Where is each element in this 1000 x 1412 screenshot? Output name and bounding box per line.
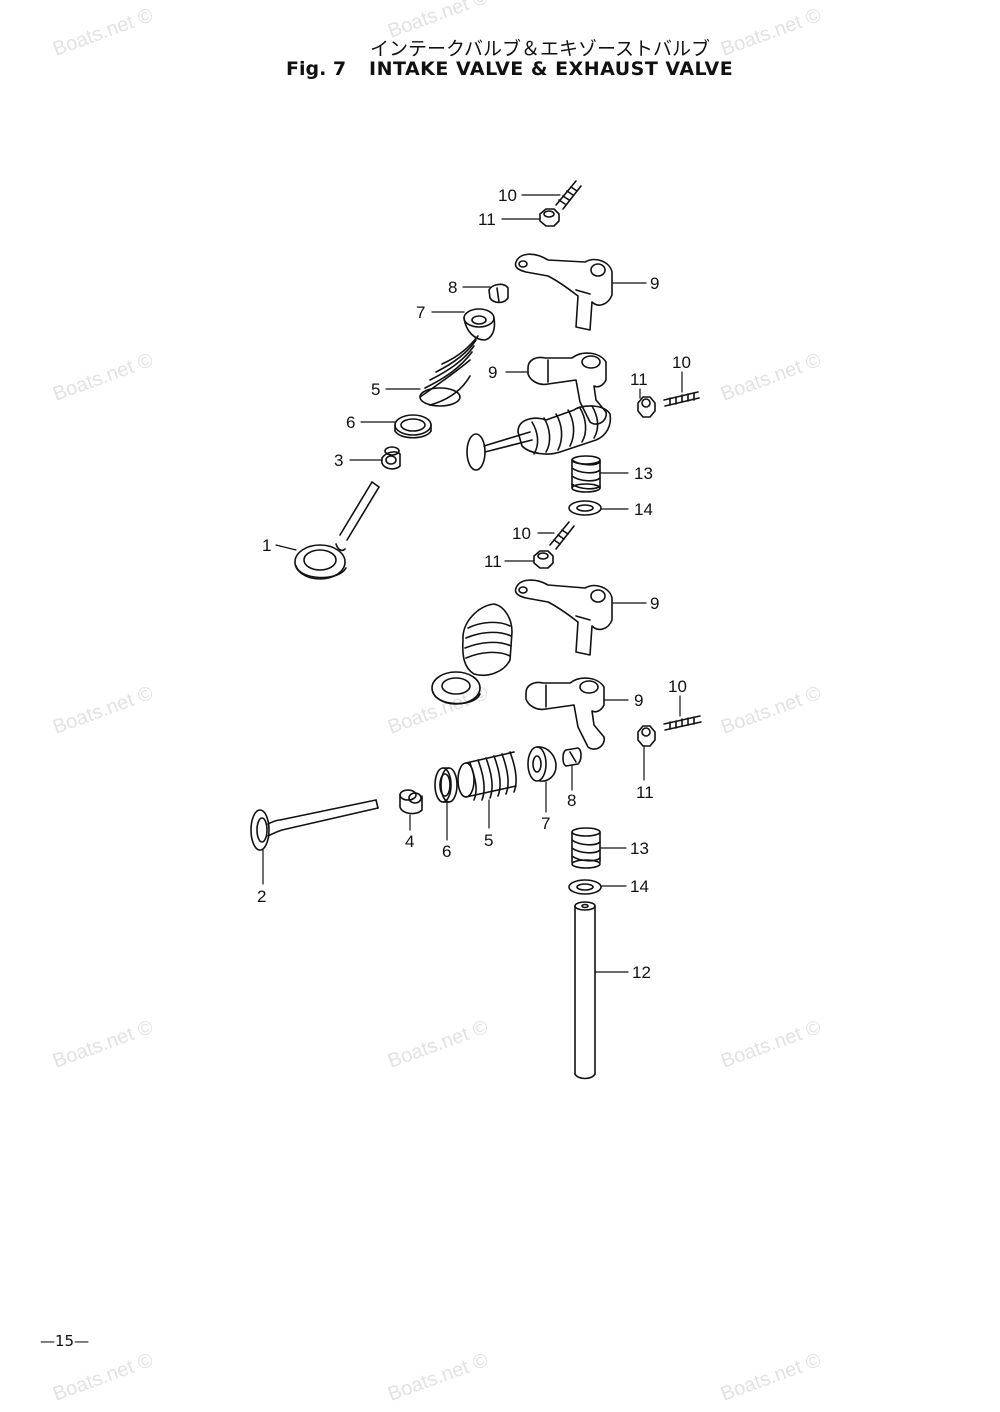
figure-title: INTAKE VALVE & EXHAUST VALVE bbox=[369, 58, 734, 80]
callout-label: 11 bbox=[484, 552, 502, 571]
valve-spring-part bbox=[517, 405, 612, 455]
adjusting-screw-part bbox=[555, 180, 582, 210]
callout-label: 9 bbox=[634, 691, 643, 710]
intake-valve-part bbox=[294, 481, 380, 580]
pushrod-part bbox=[574, 901, 596, 1080]
rocker-arm-part bbox=[527, 352, 608, 425]
callout-label: 4 bbox=[405, 832, 414, 851]
callout-label: 14 bbox=[634, 500, 653, 519]
exhaust-valve-part bbox=[431, 671, 481, 705]
callout-label: 10 bbox=[672, 353, 691, 372]
figure-number: Fig. 7 bbox=[286, 58, 347, 80]
callout-label: 6 bbox=[346, 413, 355, 432]
rocker-arm-part bbox=[514, 579, 613, 656]
valve-guide-part bbox=[381, 446, 401, 470]
callout-label: 10 bbox=[512, 524, 531, 543]
valve-seal-part bbox=[434, 767, 458, 803]
washer-part bbox=[568, 500, 602, 516]
pushrod-spring-part bbox=[571, 827, 601, 869]
spring-retainer-part bbox=[463, 308, 496, 341]
valve-cotter-part bbox=[488, 283, 509, 304]
exhaust-valve-part bbox=[466, 431, 533, 471]
valve-spring-part bbox=[419, 335, 479, 407]
spring-retainer-part bbox=[527, 746, 557, 782]
figure-title-japanese: インテークバルブ＆エキゾーストバルブ bbox=[369, 38, 711, 60]
page-number: —15— bbox=[40, 1332, 90, 1350]
callout-label: 11 bbox=[478, 210, 496, 229]
callout-label: 8 bbox=[567, 791, 576, 810]
valve-spring-part bbox=[457, 751, 517, 801]
callout-label: 7 bbox=[416, 303, 425, 322]
adjusting-screw-part bbox=[663, 715, 702, 731]
adjusting-screw-part bbox=[549, 521, 575, 550]
washer-part bbox=[568, 879, 602, 895]
lock-nut-part bbox=[533, 550, 554, 569]
exhaust-valve-part bbox=[250, 799, 379, 851]
leader-lines bbox=[262, 194, 683, 973]
valve-spring-part bbox=[461, 603, 513, 676]
callout-label: 5 bbox=[484, 831, 493, 850]
adjusting-screw-part bbox=[663, 391, 700, 407]
callout-label: 8 bbox=[448, 278, 457, 297]
valve-cotter-part bbox=[562, 747, 582, 767]
callout-label: 13 bbox=[630, 839, 649, 858]
valve-guide-part bbox=[399, 789, 423, 815]
lock-nut-part bbox=[637, 725, 656, 747]
callout-label: 5 bbox=[371, 380, 380, 399]
callout-label: 2 bbox=[257, 887, 266, 906]
callout-label: 7 bbox=[541, 814, 550, 833]
callout-label: 14 bbox=[630, 877, 649, 896]
rocker-arm-part bbox=[525, 677, 606, 750]
callout-label: 10 bbox=[668, 677, 687, 696]
callout-label: 3 bbox=[334, 451, 343, 470]
callout-label: 11 bbox=[630, 370, 648, 389]
pushrod-spring-part bbox=[571, 455, 601, 493]
callout-label: 9 bbox=[488, 363, 497, 382]
rocker-arm-part bbox=[514, 253, 613, 331]
callout-label: 9 bbox=[650, 594, 659, 613]
callout-label: 9 bbox=[650, 274, 659, 293]
callout-label: 11 bbox=[636, 783, 654, 802]
lock-nut-part bbox=[539, 208, 560, 227]
callout-label: 12 bbox=[632, 963, 651, 982]
callout-label: 6 bbox=[442, 842, 451, 861]
lock-nut-part bbox=[637, 396, 656, 418]
callout-label: 1 bbox=[262, 536, 271, 555]
callout-label: 10 bbox=[498, 186, 517, 205]
valve-seal-part bbox=[394, 414, 432, 439]
callout-label: 13 bbox=[634, 464, 653, 483]
